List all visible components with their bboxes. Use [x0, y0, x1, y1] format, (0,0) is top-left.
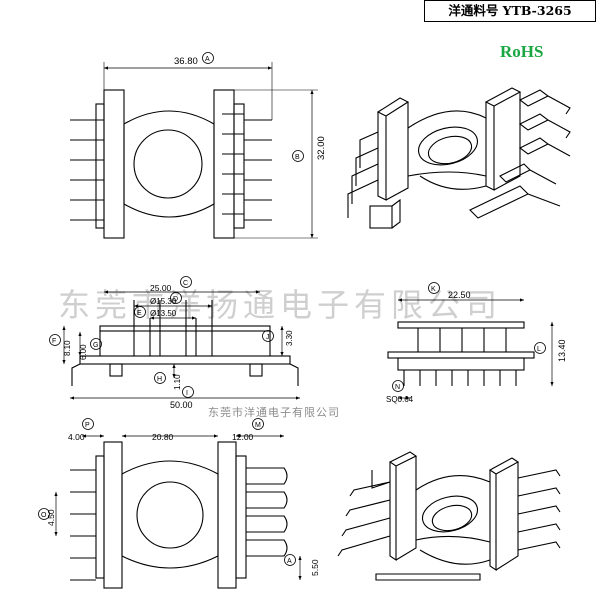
label-j: J — [266, 334, 270, 341]
dim-height-g: 6.00 — [79, 344, 88, 360]
dim-end-width: 22.50 — [448, 290, 471, 300]
dim-dia-outer: Ø15.30 — [150, 297, 177, 306]
bobbin-isometric-bottom-icon — [337, 451, 561, 581]
bottom-view — [38, 418, 302, 589]
label-h: H — [157, 376, 162, 383]
label-l: L — [537, 346, 541, 353]
dim-pitch-a: 5.50 — [310, 559, 320, 576]
label-f: F — [52, 338, 56, 345]
top-view — [70, 52, 318, 239]
label-d: D — [173, 296, 178, 303]
part-number-title: 洋通料号 YTB-3265 — [424, 0, 596, 22]
dim-bottom-right: 12.00 — [232, 432, 254, 442]
dim-height-j: 3.30 — [285, 330, 294, 346]
dim-top-width: 36.80 — [174, 56, 198, 67]
dim-height-f: 8.10 — [63, 340, 72, 356]
dim-top-height: 32.00 — [316, 136, 327, 160]
dim-end-height: 13.40 — [557, 339, 567, 362]
label-n: N — [395, 384, 400, 391]
dim-dia-inner: Ø13.50 — [150, 309, 177, 318]
label-m: M — [255, 422, 261, 429]
dim-pin-h: 1.10 — [173, 374, 182, 390]
end-view — [387, 282, 554, 400]
dim-pin-square: SQ0.64 — [386, 395, 414, 404]
dim-side-base: 25.00 — [150, 283, 172, 293]
dim-bottom-width: 20.80 — [152, 432, 174, 442]
dim-bottom-left: 4.00 — [68, 432, 85, 442]
watermark-small: 东莞市洋通电子有限公司 — [208, 406, 340, 419]
label-o: O — [41, 512, 47, 519]
label-k: K — [431, 286, 436, 293]
bobbin-isometric-icon — [347, 87, 571, 229]
label-a: A — [205, 56, 210, 63]
label-b: B — [295, 154, 300, 161]
label-e: E — [137, 310, 142, 317]
label-g: G — [93, 342, 98, 349]
left-pins — [70, 103, 105, 229]
right-terminals — [222, 103, 272, 229]
label-a2: A — [287, 558, 292, 565]
label-i: I — [186, 390, 188, 397]
dim-side-overall: 50.00 — [170, 400, 193, 410]
rohs-mark: RoHS — [500, 42, 544, 61]
label-c: C — [183, 280, 188, 287]
side-view — [49, 276, 300, 400]
dim-pitch-o: 4.50 — [46, 509, 56, 526]
label-p: P — [85, 422, 90, 429]
